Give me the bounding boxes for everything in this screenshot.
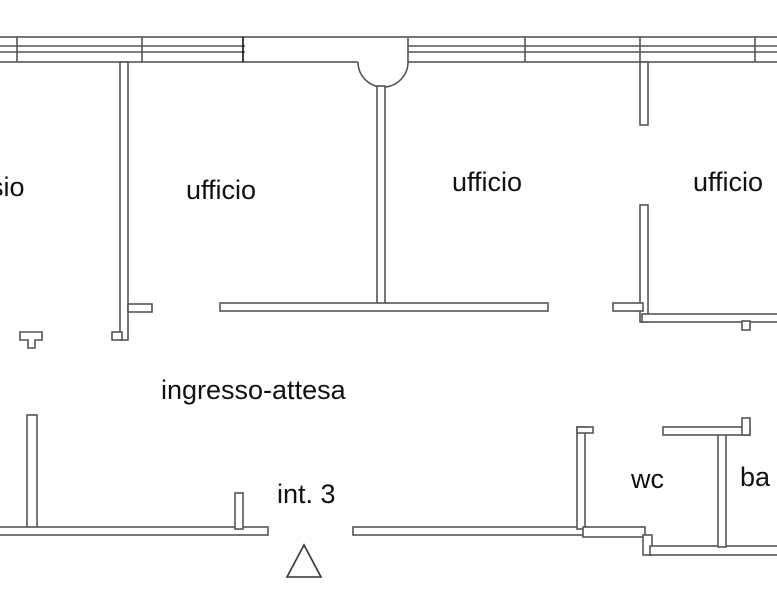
interior-walls	[0, 61, 777, 556]
room-label-office-1: ufficio	[186, 175, 256, 205]
room-label-bath: ba	[740, 462, 771, 492]
room-label-wc: wc	[630, 464, 664, 494]
room-label-office-2: ufficio	[452, 167, 522, 197]
room-label-entrance: ingresso-attesa	[161, 375, 347, 405]
room-label-office-3: ufficio	[693, 167, 763, 197]
room-label-left: sio	[0, 172, 25, 202]
unit-label: int. 3	[277, 479, 336, 509]
column-arc	[358, 40, 408, 87]
triangle-icon	[285, 543, 323, 578]
